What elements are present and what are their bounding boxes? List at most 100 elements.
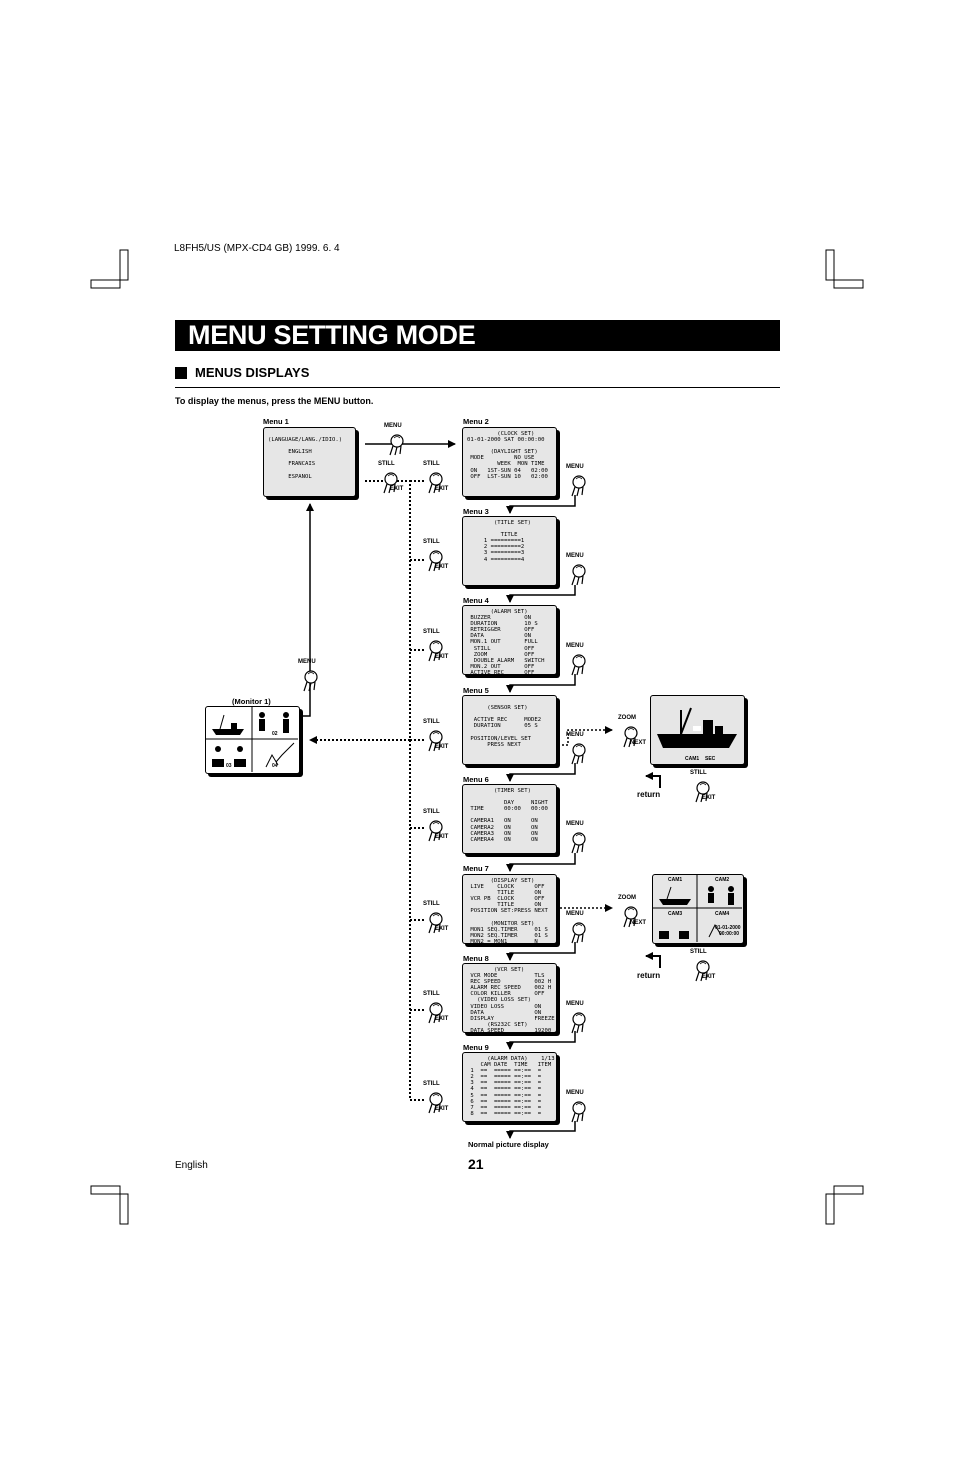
- zoom-camera-label: CAM1: [685, 756, 700, 762]
- still-button-8[interactable]: STILL EXIT: [423, 991, 449, 1024]
- finger-press-icon: [571, 1012, 586, 1034]
- menu-button-monitor-label: MENU: [298, 659, 316, 665]
- menu-button-9-label: MENU: [566, 1090, 584, 1096]
- menu-button-1-label: MENU: [384, 423, 402, 429]
- zoom-sec-label: SEC: [705, 756, 716, 762]
- still-button-3[interactable]: STILL EXIT: [423, 539, 449, 572]
- menu-button-7[interactable]: MENU: [566, 911, 590, 944]
- menu-button-2-label: MENU: [566, 464, 584, 470]
- still-button-1-label: STILL: [378, 461, 395, 467]
- menu5-text: (SENSOR SET) ACTIVE REC MODE2 DURATION 0…: [470, 705, 542, 748]
- menu-button-monitor[interactable]: MENU: [298, 659, 322, 692]
- menu4-screen: (ALARM SET) BUZZER ON DURATION 10 S RETR…: [462, 605, 557, 675]
- title-bar: [175, 320, 780, 351]
- still-button-1-exit-label: EXIT: [390, 486, 404, 492]
- finger-press-icon: [571, 654, 586, 676]
- still-button-7[interactable]: STILL EXIT: [423, 901, 449, 934]
- still-button-5-label: STILL: [423, 719, 440, 725]
- finger-press-icon: [428, 550, 443, 572]
- quad-preview-image: [653, 875, 742, 942]
- menu4-title: Menu 4: [463, 596, 489, 605]
- finger-press-icon: [623, 726, 638, 748]
- still-button-1[interactable]: STILL EXIT: [378, 461, 404, 494]
- finger-press-icon: [428, 912, 443, 934]
- quad-cam4: CAM4: [715, 911, 730, 917]
- finger-press-icon: [571, 832, 586, 854]
- quad-label-2: 02: [272, 731, 278, 737]
- still-button-zoom1-exit-label: EXIT: [702, 795, 716, 801]
- menu8-text: (VCR SET) VCR MODE TLS REC SPEED 002 H A…: [470, 967, 555, 1033]
- menu6-text: (TIMER SET) DAY NIGHT TIME 00:00 00:00 C…: [470, 788, 548, 843]
- still-button-7-exit-label: EXIT: [435, 926, 449, 932]
- still-button-3-label: STILL: [423, 539, 440, 545]
- menu9-title: Menu 9: [463, 1043, 489, 1052]
- menu2-text: (CLOCK SET) 01-01-2000 SAT 00:00:00 (DAY…: [467, 431, 548, 480]
- zoom-button-1-label: ZOOM: [618, 715, 636, 721]
- menu8-screen: (VCR SET) VCR MODE TLS REC SPEED 002 H A…: [462, 963, 557, 1033]
- still-button-2-label: STILL: [423, 461, 440, 467]
- finger-press-icon: [571, 564, 586, 586]
- normal-picture-display-label: Normal picture display: [468, 1140, 549, 1149]
- menu6-title: Menu 6: [463, 775, 489, 784]
- quad-time: 00:00:00: [719, 931, 740, 937]
- zoom-preview-screen: CAM1 SEC: [650, 695, 745, 765]
- section-title: MENUS DISPLAYS: [195, 365, 310, 380]
- still-button-5-exit-label: EXIT: [435, 744, 449, 750]
- finger-press-icon: [428, 730, 443, 752]
- menu-button-4-label: MENU: [566, 643, 584, 649]
- return-label-2: return: [637, 971, 661, 980]
- still-button-4-label: STILL: [423, 629, 440, 635]
- finger-press-icon: [428, 1092, 443, 1114]
- page-title: MENU SETTING MODE: [188, 320, 476, 350]
- quad-label-4: 04: [272, 763, 278, 769]
- menu-button-3[interactable]: MENU: [566, 553, 590, 586]
- menu-button-2[interactable]: MENU: [566, 464, 590, 497]
- finger-press-icon: [571, 743, 586, 765]
- zoom-button-2-label: ZOOM: [618, 895, 636, 901]
- still-button-5[interactable]: STILL EXIT: [423, 719, 449, 752]
- menu-button-4[interactable]: MENU: [566, 643, 590, 676]
- quad-cam3: CAM3: [668, 911, 683, 917]
- menu-button-9[interactable]: MENU: [566, 1090, 590, 1123]
- still-button-7-label: STILL: [423, 901, 440, 907]
- still-button-8-exit-label: EXIT: [435, 1016, 449, 1022]
- menu9-text: (ALARM DATA) 1/13 CAM DATE TIME ITEM 1 =…: [470, 1056, 555, 1117]
- quad-date: 01-01-2000: [715, 925, 741, 931]
- finger-press-icon: [571, 922, 586, 944]
- menu8-title: Menu 8: [463, 954, 489, 963]
- still-button-6-exit-label: EXIT: [435, 834, 449, 840]
- still-button-8-label: STILL: [423, 991, 440, 997]
- monitor1-screen: 01 02 03 04: [205, 706, 300, 774]
- finger-press-icon: [623, 906, 638, 928]
- monitor1-label: (Monitor 1): [232, 697, 271, 706]
- monitor1-quad-image: [206, 707, 298, 772]
- menu-button-3-label: MENU: [566, 553, 584, 559]
- menu-button-8[interactable]: MENU: [566, 1001, 590, 1034]
- still-button-3-exit-label: EXIT: [435, 564, 449, 570]
- menu-button-5[interactable]: MENU: [566, 732, 590, 765]
- finger-press-icon: [383, 472, 398, 494]
- menu7-screen: (DISPLAY SET) LIVE CLOCK OFF TITLE ON VC…: [462, 874, 557, 944]
- menu3-screen: (TITLE SET) TITLE 1 =========1 2 =======…: [462, 516, 557, 586]
- finger-press-icon: [571, 1101, 586, 1123]
- quad-label-1: 01: [226, 731, 232, 737]
- menu-button-5-label: MENU: [566, 732, 584, 738]
- zoom-preview-image: [657, 707, 737, 748]
- menu3-text: (TITLE SET) TITLE 1 =========1 2 =======…: [483, 520, 531, 563]
- finger-press-icon: [428, 640, 443, 662]
- menu-button-1[interactable]: MENU: [384, 423, 408, 456]
- finger-press-icon: [428, 820, 443, 842]
- menu1-title: Menu 1: [263, 417, 289, 426]
- quad-cam2: CAM2: [715, 877, 730, 883]
- menu-button-6[interactable]: MENU: [566, 821, 590, 854]
- quad-preview-screen: CAM1 CAM2 CAM3 CAM4 01-01-2000 00:00:00: [652, 874, 744, 944]
